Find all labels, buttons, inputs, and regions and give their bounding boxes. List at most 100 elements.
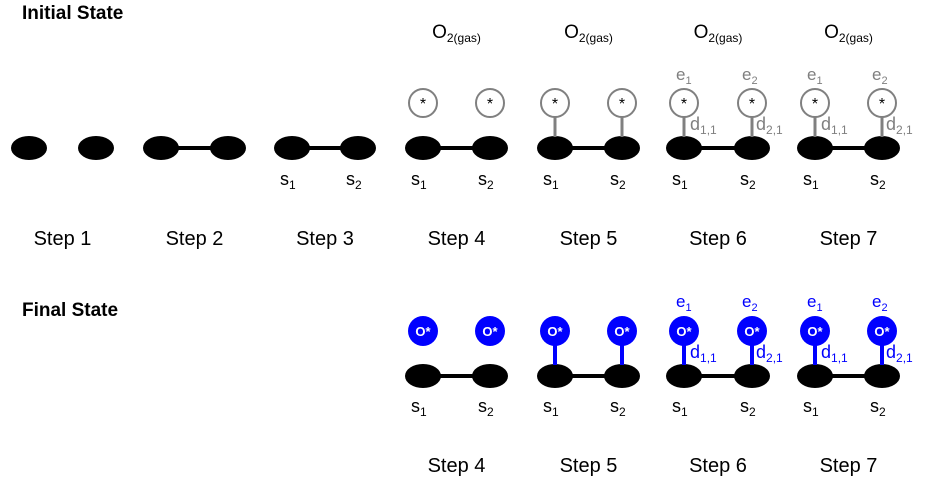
adsorbed-oxygen-label-2: O* — [874, 324, 890, 339]
d2-label: d2,1 — [756, 342, 783, 365]
o2-gas-label: O2(gas) — [824, 22, 873, 45]
site-s1 — [666, 136, 702, 160]
adsorbed-oxygen-label-2: O* — [482, 324, 498, 339]
adsorbed-oxygen-label-2: O* — [614, 324, 630, 339]
site-label-s2: s2 — [870, 169, 886, 192]
empty-site-2 — [867, 88, 897, 118]
site-s2 — [864, 136, 900, 160]
empty-site-star-1: * — [552, 96, 558, 113]
adsorbed-oxygen-label-2: O* — [744, 324, 760, 339]
site-s1 — [797, 364, 833, 388]
site-label-s1: s1 — [280, 169, 296, 192]
site-s2 — [734, 364, 770, 388]
final-state-heading: Final State — [22, 300, 118, 321]
site-s2 — [78, 136, 114, 160]
d2-label: d2,1 — [886, 342, 913, 365]
initial-step-1: Step 1 — [11, 136, 114, 250]
site-s2 — [864, 364, 900, 388]
step-label: Step 6 — [689, 455, 747, 477]
site-label-s1: s1 — [803, 169, 819, 192]
e1-label: e1 — [676, 292, 692, 314]
initial-step-4: O2(gas) s1 s2 * * Step 4 — [405, 22, 508, 250]
site-label-s2: s2 — [478, 169, 494, 192]
adsorbed-oxygen-2 — [867, 316, 897, 346]
adsorbed-oxygen-label-1: O* — [415, 324, 431, 339]
site-label-s2: s2 — [870, 396, 886, 419]
initial-step-2: Step 2 — [143, 136, 246, 250]
step-label: Step 5 — [560, 455, 618, 477]
adsorbed-oxygen-label-1: O* — [547, 324, 563, 339]
step-label: Step 2 — [166, 228, 224, 250]
site-s2 — [340, 136, 376, 160]
o2-gas-label: O2(gas) — [432, 22, 481, 45]
site-s1 — [405, 364, 441, 388]
site-label-s2: s2 — [610, 396, 626, 419]
site-s1 — [537, 364, 573, 388]
adsorbed-oxygen-label-1: O* — [807, 324, 823, 339]
empty-site-1 — [800, 88, 830, 118]
step-label: Step 3 — [296, 228, 354, 250]
e1-label: e1 — [807, 65, 823, 87]
empty-site-star-2: * — [879, 96, 885, 113]
final-step-4: s1 s2 O* O* Step 4 — [405, 316, 508, 477]
site-label-s2: s2 — [740, 396, 756, 419]
step-label: Step 7 — [820, 455, 878, 477]
d1-label: d1,1 — [690, 342, 717, 365]
d1-label: d1,1 — [821, 342, 848, 365]
empty-site-star-2: * — [749, 96, 755, 113]
empty-site-2 — [607, 88, 637, 118]
site-s1 — [537, 136, 573, 160]
d2-label: d2,1 — [756, 114, 783, 137]
adsorbed-oxygen-1 — [540, 316, 570, 346]
empty-site-star-2: * — [619, 96, 625, 113]
empty-site-1 — [408, 88, 438, 118]
site-s2 — [210, 136, 246, 160]
site-label-s1: s1 — [672, 396, 688, 419]
site-s2 — [734, 136, 770, 160]
site-label-s1: s1 — [803, 396, 819, 419]
empty-site-star-2: * — [487, 96, 493, 113]
adsorbed-oxygen-2 — [475, 316, 505, 346]
site-s1 — [143, 136, 179, 160]
site-label-s2: s2 — [478, 396, 494, 419]
step-label: Step 4 — [428, 455, 486, 477]
site-label-s2: s2 — [610, 169, 626, 192]
final-state-steps: s1 s2 O* O* Step 4 s1 s2 O* O* Step 5 s1 s2 O* O* e1 e2… — [405, 292, 913, 477]
d1-label: d1,1 — [690, 114, 717, 137]
adsorbed-oxygen-1 — [800, 316, 830, 346]
adsorbed-oxygen-1 — [408, 316, 438, 346]
site-s2 — [604, 136, 640, 160]
d1-label: d1,1 — [821, 114, 848, 137]
initial-state-heading: Initial State — [22, 3, 123, 24]
adsorbed-oxygen-1 — [669, 316, 699, 346]
empty-site-star-1: * — [681, 96, 687, 113]
site-label-s1: s1 — [411, 396, 427, 419]
site-s1 — [11, 136, 47, 160]
step-label: Step 5 — [560, 228, 618, 250]
site-s1 — [274, 136, 310, 160]
adsorbed-oxygen-2 — [737, 316, 767, 346]
e1-label: e1 — [807, 292, 823, 314]
site-s1 — [666, 364, 702, 388]
adsorbed-oxygen-2 — [607, 316, 637, 346]
e2-label: e2 — [742, 292, 758, 314]
empty-site-1 — [669, 88, 699, 118]
site-label-s2: s2 — [740, 169, 756, 192]
site-label-s1: s1 — [543, 169, 559, 192]
site-label-s2: s2 — [346, 169, 362, 192]
empty-site-1 — [540, 88, 570, 118]
empty-site-2 — [737, 88, 767, 118]
empty-site-star-1: * — [420, 96, 426, 113]
step-label: Step 4 — [428, 228, 486, 250]
d2-label: d2,1 — [886, 114, 913, 137]
site-label-s1: s1 — [411, 169, 427, 192]
e2-label: e2 — [742, 65, 758, 87]
site-label-s1: s1 — [672, 169, 688, 192]
